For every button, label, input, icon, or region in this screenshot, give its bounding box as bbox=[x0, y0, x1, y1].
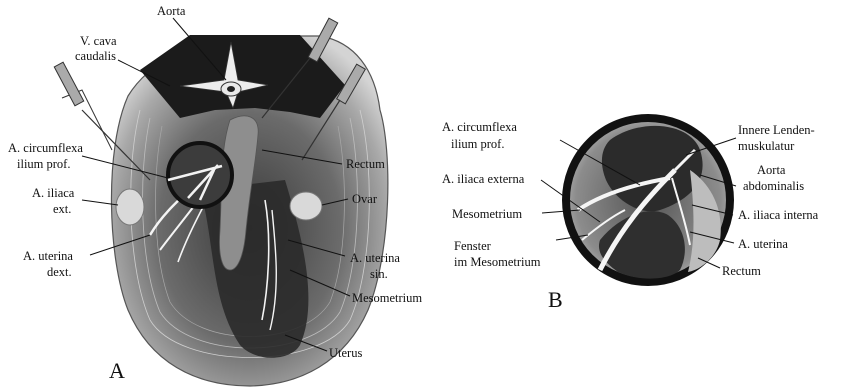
label-v-cava-1: V. cava bbox=[80, 34, 117, 48]
label-uterina-dext-1: A. uterina bbox=[23, 249, 73, 263]
label-b-iliaca-interna: A. iliaca interna bbox=[738, 208, 819, 222]
label-b-rectum: Rectum bbox=[722, 264, 761, 278]
label-b-aorta-abd-1: Aorta bbox=[757, 163, 786, 177]
label-aorta: Aorta bbox=[157, 4, 186, 18]
label-b-innere-1: Innere Lenden- bbox=[738, 123, 815, 137]
label-b-fenster-1: Fenster bbox=[454, 239, 492, 253]
label-circumflexa-2: ilium prof. bbox=[17, 157, 70, 171]
label-circumflexa-1: A. circumflexa bbox=[8, 141, 83, 155]
panel-b-illustration bbox=[541, 118, 736, 282]
label-rectum-a: Rectum bbox=[346, 157, 385, 171]
label-b-innere-2: muskulatur bbox=[738, 139, 795, 153]
label-mesometrium-a: Mesometrium bbox=[352, 291, 422, 305]
label-uterus: Uterus bbox=[329, 346, 362, 360]
label-iliaca-ext-1: A. iliaca bbox=[32, 186, 75, 200]
label-b-circumflexa-1: A. circumflexa bbox=[442, 120, 517, 134]
panel-a-letter: A bbox=[109, 358, 125, 383]
panel-b-letter: B bbox=[548, 287, 563, 312]
ovar-left bbox=[116, 189, 144, 225]
ovar-right bbox=[290, 192, 322, 220]
label-uterina-sin-2: sin. bbox=[370, 267, 388, 281]
label-ovar: Ovar bbox=[352, 192, 378, 206]
label-b-mesometrium: Mesometrium bbox=[452, 207, 522, 221]
label-b-iliaca-externa: A. iliaca externa bbox=[442, 172, 525, 186]
label-b-uterina: A. uterina bbox=[738, 237, 788, 251]
label-b-aorta-abd-2: abdominalis bbox=[743, 179, 804, 193]
label-b-circumflexa-2: ilium prof. bbox=[451, 137, 504, 151]
label-iliaca-ext-2: ext. bbox=[53, 202, 71, 216]
label-v-cava-2: caudalis bbox=[75, 49, 116, 63]
label-b-fenster-2: im Mesometrium bbox=[454, 255, 541, 269]
label-uterina-dext-2: dext. bbox=[47, 265, 72, 279]
panel-a-illustration bbox=[54, 18, 388, 386]
label-uterina-sin-1: A. uterina bbox=[350, 251, 400, 265]
